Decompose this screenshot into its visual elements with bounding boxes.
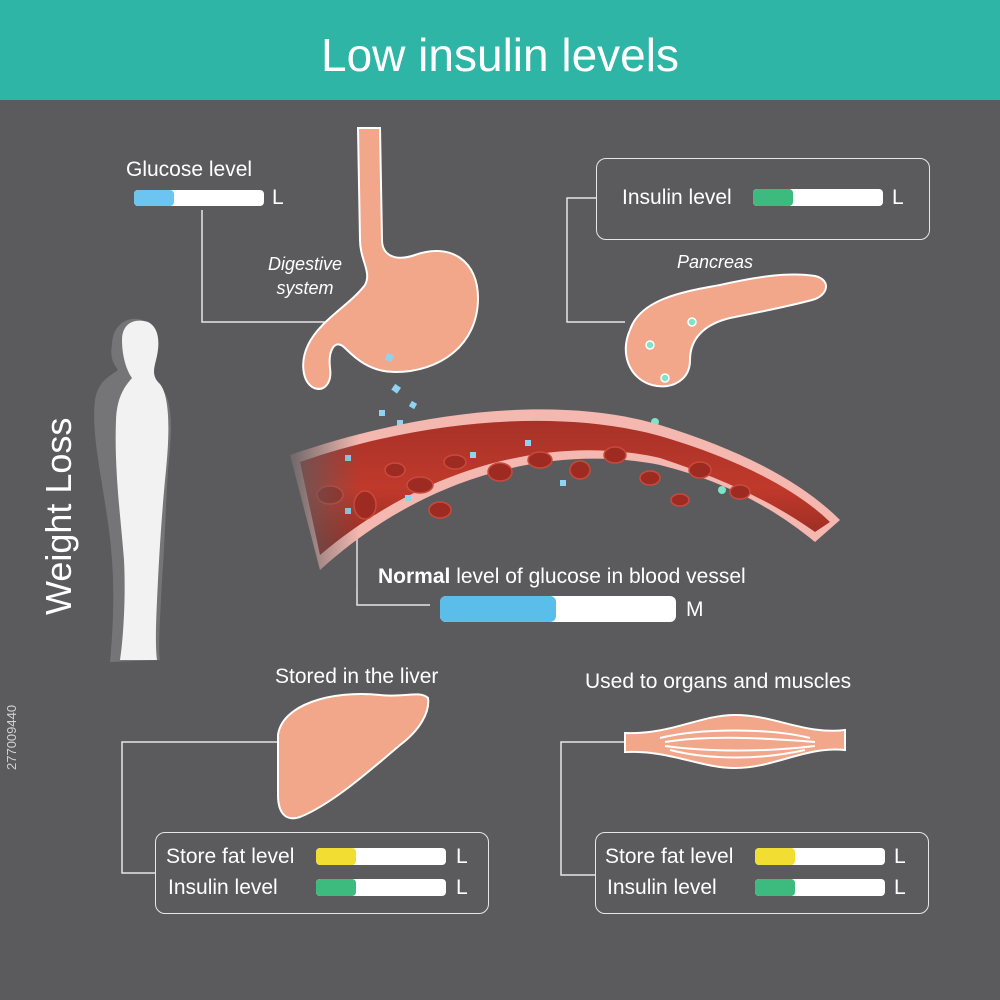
muscle-fat-level: L — [894, 845, 906, 868]
liver-fat-level: L — [456, 845, 468, 868]
digestive-label: Digestive system — [250, 252, 360, 300]
blood-vessel-illustration — [280, 409, 840, 590]
liver-title: Stored in the liver — [275, 665, 439, 688]
stomach-illustration — [302, 127, 480, 390]
liver-fat-bar — [316, 848, 446, 865]
blood-glucose-label-bold: Normal — [378, 565, 451, 588]
muscle-fat-label: Store fat level — [605, 845, 734, 868]
pancreas-insulin-label: Insulin level — [622, 186, 732, 209]
muscle-levels-box — [595, 832, 929, 914]
glucose-particles — [379, 353, 418, 426]
blood-glucose-label-rest: level of glucose in blood vessel — [450, 565, 746, 588]
liver-insulin-bar-fill — [316, 879, 357, 896]
glucose-label: Glucose level — [126, 158, 253, 181]
liver-fat-bar-fill — [316, 848, 357, 865]
muscle-fat-bar-fill — [755, 848, 796, 865]
digestive-label-line1: Digestive — [267, 254, 343, 274]
muscle-fat-bar — [755, 848, 885, 865]
header-banner — [0, 0, 1000, 100]
muscle-illustration — [624, 713, 846, 770]
blood-glucose-label: Normal level of glucose in blood vessel — [378, 565, 746, 589]
liver-insulin-label: Insulin level — [168, 876, 278, 899]
stock-id: 277009440 — [4, 704, 19, 770]
page-title: Low insulin levels — [321, 29, 679, 81]
pancreas-insulin-bar — [753, 189, 883, 206]
side-label: Weight Loss — [38, 417, 79, 615]
muscle-title: Used to organs and muscles — [585, 670, 852, 693]
glucose-bar — [134, 190, 264, 206]
pancreas-label: Pancreas — [676, 252, 754, 272]
blood-glucose-level: M — [686, 598, 704, 621]
glucose-level: L — [272, 186, 284, 209]
connector-lines — [121, 197, 625, 876]
muscle-insulin-level: L — [894, 876, 906, 899]
liver-illustration — [277, 693, 430, 820]
liver-insulin-bar — [316, 879, 446, 896]
liver-insulin-level: L — [456, 876, 468, 899]
liver-levels-box — [155, 832, 489, 914]
muscle-insulin-label: Insulin level — [607, 876, 717, 899]
pancreas-insulin-bar-fill — [753, 189, 794, 206]
glucose-bar-fill — [134, 190, 175, 206]
digestive-label-line2: system — [276, 278, 334, 298]
liver-fat-label: Store fat level — [166, 845, 295, 868]
blood-glucose-bar — [440, 596, 676, 622]
blood-glucose-bar-fill — [440, 596, 556, 622]
pancreas-illustration — [591, 273, 827, 494]
muscle-insulin-bar — [755, 879, 885, 896]
muscle-insulin-bar-fill — [755, 879, 796, 896]
human-silhouette — [94, 318, 171, 662]
pancreas-insulin-level: L — [892, 186, 904, 209]
pancreas-insulin-box — [596, 158, 930, 240]
